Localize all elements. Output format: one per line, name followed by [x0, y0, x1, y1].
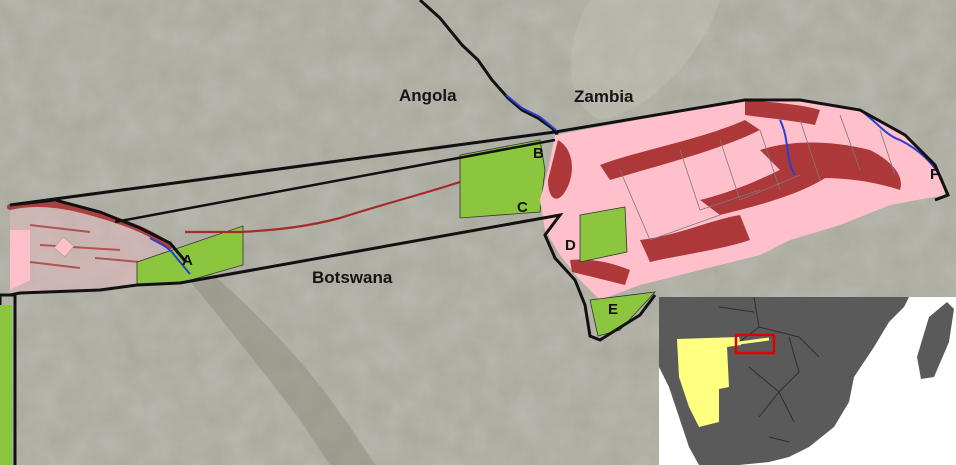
label-botswana: Botswana: [312, 268, 393, 287]
site-label-b: B: [533, 145, 544, 162]
caprivi-strip-inset: [738, 337, 770, 345]
site-label-d: D: [565, 237, 576, 254]
site-label-a: A: [182, 252, 193, 269]
angola-zambia-river: [505, 94, 557, 131]
conservation-area-e: [589, 291, 657, 337]
corridor-north-line: [114, 138, 556, 224]
study-area-box: [734, 333, 776, 355]
angola-zambia-border: [418, 0, 562, 139]
west-pink-square: [53, 236, 75, 258]
conservation-area-d: [579, 206, 628, 263]
omatako-valley: [185, 272, 375, 465]
east-field-lines: [619, 114, 896, 241]
river-near-a: [149, 237, 191, 275]
overview-frame: [0, 293, 17, 465]
east-river: [779, 109, 943, 181]
site-label-c: C: [517, 199, 528, 216]
africa-inset-map: [659, 297, 956, 465]
namibia: [677, 337, 741, 427]
west-scatter-1: [29, 224, 141, 269]
green-left-edge: [0, 305, 12, 465]
label-zambia: Zambia: [574, 87, 634, 106]
label-angola: Angola: [399, 86, 457, 105]
madagascar: [917, 302, 954, 379]
west-pink-left: [10, 230, 30, 290]
country-borders: [718, 297, 820, 443]
light-patch: [570, 0, 720, 120]
site-label-f: F: [930, 166, 940, 183]
site-label-e: E: [608, 301, 619, 318]
